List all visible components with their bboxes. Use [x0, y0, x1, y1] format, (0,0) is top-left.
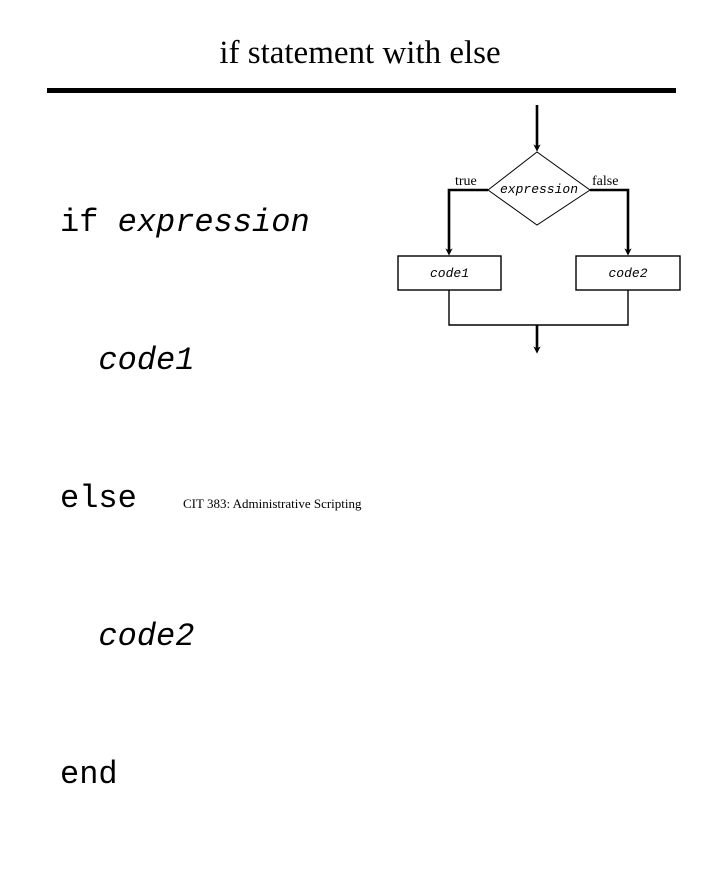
- code-line-4: code2: [60, 614, 390, 660]
- code-keyword-else: else: [60, 480, 137, 517]
- decision-label-expression: expression: [499, 182, 578, 197]
- code-line-1: if expression: [60, 200, 390, 246]
- process-label-code2: code2: [608, 266, 648, 281]
- title-divider: [47, 88, 676, 93]
- code-token-code2: code2: [98, 618, 195, 655]
- branch-label-true: true: [455, 174, 477, 189]
- code-line-2: code1: [60, 338, 390, 384]
- process-box-code2: [575, 255, 681, 291]
- branch-label-false: false: [592, 174, 619, 189]
- slide-footer: CIT 383: Administrative Scripting: [183, 496, 362, 511]
- code-keyword-if: if: [60, 204, 118, 241]
- process-box-code1: [397, 255, 502, 291]
- code-line-5: end: [60, 752, 390, 798]
- code-keyword-end: end: [60, 756, 118, 793]
- false-branch-connector: [590, 188, 632, 256]
- true-branch-connector: [445, 188, 488, 256]
- page-title: if statement with else: [219, 35, 501, 71]
- code-indent-4: [60, 618, 98, 655]
- code-token-code1: code1: [98, 342, 195, 379]
- code-line-3: else: [60, 476, 390, 522]
- flowchart-diagram: [380, 95, 700, 375]
- process-label-code1: code1: [429, 266, 469, 281]
- merge-connector: [448, 290, 629, 354]
- slide-canvas: if statement with else if expression cod…: [47, 35, 700, 793]
- code-token-expression: expression: [117, 204, 310, 241]
- code-indent-2: [60, 342, 98, 379]
